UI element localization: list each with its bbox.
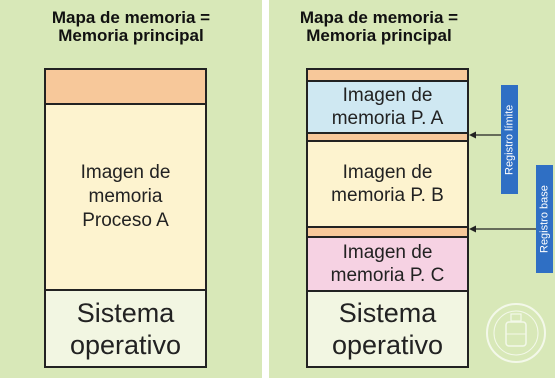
right-free-block-mid1 [306, 132, 469, 140]
left-title-line1: Mapa de memoria = [51, 8, 211, 27]
base-register-label: Registro base [538, 185, 551, 253]
base-register-badge: Registro base [536, 165, 553, 273]
right-title-line1: Mapa de memoria = [299, 8, 459, 27]
university-seal-icon [486, 303, 546, 363]
left-os-block: Sistema operativo [44, 289, 207, 368]
left-title-line2: Memoria principal [58, 26, 204, 45]
right-process-b-block: Imagen de memoria P. B [306, 140, 469, 226]
right-free-block-top [306, 68, 469, 80]
left-process-a-label: Imagen de memoria Proceso A [80, 162, 171, 231]
limit-register-badge: Registro límite [501, 85, 518, 194]
limit-register-label: Registro límite [503, 104, 516, 175]
right-process-a-block: Imagen de memoria P. A [306, 80, 469, 132]
left-panel: Mapa de memoria = Memoria principal Imag… [0, 0, 262, 378]
left-process-a-block: Imagen de memoria Proceso A [44, 103, 207, 289]
right-process-c-block: Imagen de memoria P. C [306, 236, 469, 290]
right-panel-title: Mapa de memoria = Memoria principal [269, 9, 489, 45]
left-free-block [44, 68, 207, 103]
right-process-c-label: Imagen de memoria P. C [330, 242, 445, 286]
limit-arrow [469, 131, 501, 139]
right-os-block: Sistema operativo [306, 290, 469, 368]
right-title-line2: Memoria principal [306, 26, 452, 45]
right-process-b-label: Imagen de memoria P. B [331, 162, 444, 206]
right-os-label: Sistema operativo [331, 298, 444, 360]
left-panel-title: Mapa de memoria = Memoria principal [0, 9, 262, 45]
left-os-label: Sistema operativo [69, 297, 182, 360]
base-arrow [469, 225, 540, 233]
right-process-a-label: Imagen de memoria P. A [331, 85, 444, 129]
right-free-block-mid2 [306, 226, 469, 236]
